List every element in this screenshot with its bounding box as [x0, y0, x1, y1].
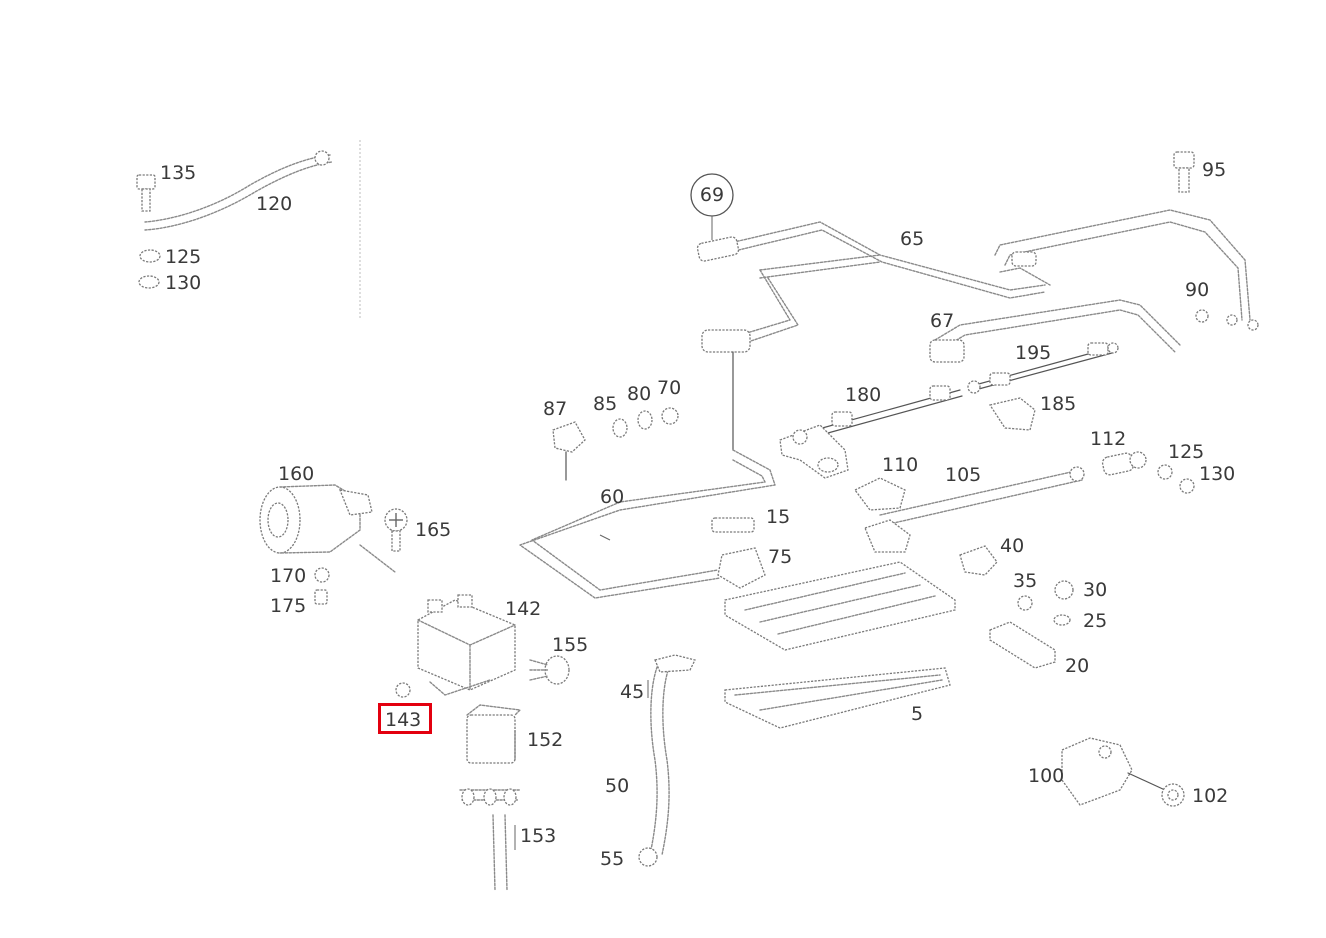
callout-180[interactable]: 180 — [845, 384, 881, 406]
callout-60[interactable]: 60 — [600, 486, 624, 508]
callout-185[interactable]: 185 — [1040, 393, 1076, 415]
callout-130-right[interactable]: 130 — [1199, 463, 1235, 485]
callout-65[interactable]: 65 — [900, 228, 924, 250]
nut-35-icon — [1017, 595, 1033, 611]
cable-67 — [934, 299, 1181, 346]
part-85-icon — [612, 418, 628, 438]
clip-75-icon — [717, 547, 766, 589]
clamp-185-icon — [988, 397, 1036, 431]
plug-155-icon — [529, 655, 570, 685]
part-70-icon — [661, 407, 679, 425]
callout-125-inset[interactable]: 125 — [165, 246, 201, 268]
callout-152[interactable]: 152 — [527, 729, 563, 751]
callout-195[interactable]: 195 — [1015, 342, 1051, 364]
callout-55[interactable]: 55 — [600, 848, 624, 870]
callout-155[interactable]: 155 — [552, 634, 588, 656]
inset-detail — [136, 140, 361, 320]
part-80-icon — [637, 410, 653, 430]
part-175-icon — [314, 589, 328, 605]
cable-120-terminal-icon — [314, 150, 330, 166]
washer-130-right-icon — [1179, 478, 1195, 494]
callout-15[interactable]: 15 — [766, 506, 790, 528]
callout-175[interactable]: 175 — [270, 595, 306, 617]
cable-60 — [519, 449, 776, 599]
hold-down-5-icon — [724, 667, 951, 729]
callout-110[interactable]: 110 — [882, 454, 918, 476]
callout-102[interactable]: 102 — [1192, 785, 1228, 807]
callout-142[interactable]: 142 — [505, 598, 541, 620]
callout-130-inset[interactable]: 130 — [165, 272, 201, 294]
bolt-95-icon — [1173, 151, 1195, 193]
nut-90-icon — [1195, 309, 1209, 323]
part-170-icon — [314, 567, 330, 583]
callout-105[interactable]: 105 — [945, 464, 981, 486]
washer-25-icon — [1053, 614, 1071, 626]
cable-90 — [994, 209, 1251, 321]
connector-69-icon — [696, 236, 740, 262]
battery-terminal-icon — [779, 424, 849, 479]
callout-75[interactable]: 75 — [768, 546, 792, 568]
callout-165[interactable]: 165 — [415, 519, 451, 541]
sleeve-112-icon — [1101, 452, 1135, 476]
battery-tray-icon — [724, 561, 956, 651]
clip-87-icon — [552, 421, 586, 453]
callout-120[interactable]: 120 — [256, 193, 292, 215]
ring-143-icon — [395, 682, 411, 698]
cable-65 — [699, 221, 1046, 291]
cable-50 — [649, 659, 661, 856]
terminal-55-icon — [638, 847, 658, 867]
callout-67[interactable]: 67 — [930, 310, 954, 332]
callout-95[interactable]: 95 — [1202, 159, 1226, 181]
cable-153 — [492, 814, 508, 891]
washer-125-icon — [139, 249, 161, 263]
washer-130-icon — [138, 275, 160, 289]
bracket-20-icon — [989, 621, 1056, 669]
callout-30[interactable]: 30 — [1083, 579, 1107, 601]
callout-35[interactable]: 35 — [1013, 570, 1037, 592]
relay-152-icon — [466, 714, 516, 764]
cable-120 — [144, 154, 331, 223]
callout-5[interactable]: 5 — [911, 703, 923, 725]
part-40-icon — [959, 545, 998, 576]
callout-25[interactable]: 25 — [1083, 610, 1107, 632]
callout-112[interactable]: 112 — [1090, 428, 1126, 450]
callout-45[interactable]: 45 — [620, 681, 644, 703]
callout-153[interactable]: 153 — [520, 825, 556, 847]
washer-125-right-icon — [1157, 464, 1173, 480]
callout-80[interactable]: 80 — [627, 383, 651, 405]
callout-50[interactable]: 50 — [605, 775, 629, 797]
bolt-135-icon — [136, 174, 156, 212]
main-assembly — [259, 151, 1259, 891]
highlight-box-143 — [378, 703, 432, 734]
callout-85[interactable]: 85 — [593, 393, 617, 415]
grommet-110-icon — [854, 477, 906, 511]
callout-40[interactable]: 40 — [1000, 535, 1024, 557]
callout-125-right[interactable]: 125 — [1168, 441, 1204, 463]
module-142-icon — [417, 599, 516, 691]
callout-160[interactable]: 160 — [278, 463, 314, 485]
connector-45-icon — [654, 654, 696, 673]
callout-69[interactable]: 69 — [700, 184, 724, 206]
callout-143[interactable]: 143 — [385, 709, 421, 731]
callout-87[interactable]: 87 — [543, 398, 567, 420]
clip-15-icon — [711, 517, 755, 533]
connector-block-icon — [701, 329, 751, 353]
callout-labels: 135 120 125 130 69 65 95 90 67 195 180 1… — [160, 159, 1235, 870]
nut-30-icon — [1054, 580, 1074, 600]
callout-135[interactable]: 135 — [160, 162, 196, 184]
callout-20[interactable]: 20 — [1065, 655, 1089, 677]
callout-90[interactable]: 90 — [1185, 279, 1209, 301]
callout-70[interactable]: 70 — [657, 377, 681, 399]
bracket-100-icon — [1061, 737, 1133, 806]
callout-100[interactable]: 100 — [1028, 765, 1064, 787]
screw-165-icon — [384, 508, 408, 552]
rod-105 — [879, 469, 1081, 516]
callout-170[interactable]: 170 — [270, 565, 306, 587]
